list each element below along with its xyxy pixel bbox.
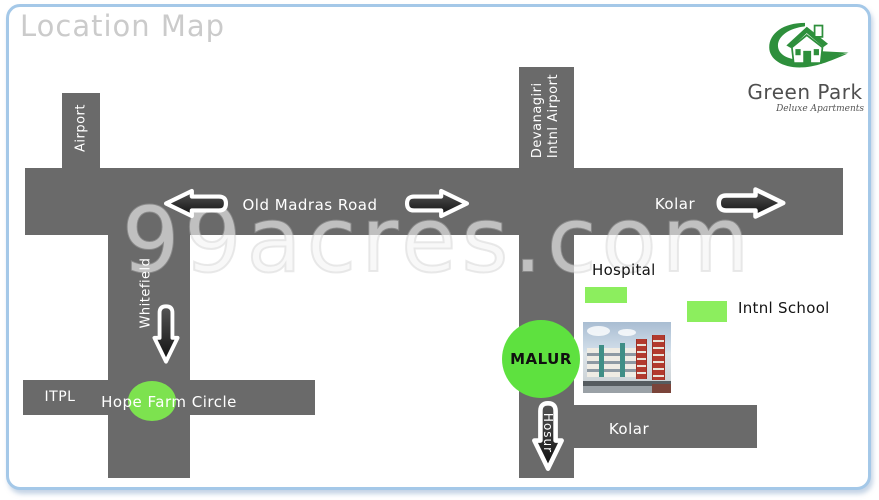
road-label-airport: Airport xyxy=(73,104,89,152)
arrow-left-icon xyxy=(163,188,229,219)
red-tower xyxy=(651,334,666,381)
page-title: Location Map xyxy=(20,9,226,43)
road-label-hope-farm: Hope Farm Circle xyxy=(101,393,237,411)
hope-farm-circle-marker xyxy=(128,381,176,421)
road-label-kolar-top: Kolar xyxy=(654,195,696,213)
malur-label: MALUR xyxy=(510,350,572,368)
cloud-shape xyxy=(618,329,636,337)
hospital-label: Hospital xyxy=(592,261,656,279)
cloud-shape xyxy=(587,326,611,337)
intnl-school-label: Intnl School xyxy=(738,299,830,317)
arrow-down-whitefield-icon xyxy=(152,304,180,364)
road-kolar-bottom xyxy=(573,405,757,448)
road-label-kolar-bottom: Kolar xyxy=(608,420,650,438)
photo-wall xyxy=(583,380,671,386)
road-label-itpl: ITPL xyxy=(44,389,76,405)
photo-wall-right xyxy=(651,384,671,393)
property-photo xyxy=(583,322,671,393)
road-label-hosur: Hosur xyxy=(541,412,555,454)
arrow-right-kolar-icon xyxy=(716,187,786,219)
greenpark-logo-icon xyxy=(769,22,849,68)
intnl-school-marker xyxy=(687,301,727,322)
road-label-old-madras: Old Madras Road xyxy=(242,196,378,214)
road-label-devanagiri-line2: Intnl Airport xyxy=(546,73,561,159)
arrow-right-icon xyxy=(404,188,470,219)
greenpark-logo: Green Park Deluxe Apartments xyxy=(740,12,870,114)
apartment-block xyxy=(586,347,638,378)
hospital-marker xyxy=(585,287,627,303)
arrow-down-hosur-icon xyxy=(532,401,564,471)
road-label-whitefield: Whitefield xyxy=(138,257,154,329)
teal-accent xyxy=(598,345,605,378)
greenpark-logo-name: Green Park xyxy=(747,80,863,104)
photo-ground xyxy=(583,381,671,393)
road-label-devanagiri: Devanagiri Intnl Airport xyxy=(530,74,563,158)
malur-marker: MALUR xyxy=(502,320,580,398)
road-label-devanagiri-line1: Devanagiri xyxy=(529,82,545,159)
teal-accent xyxy=(619,343,626,378)
greenpark-logo-tagline: Deluxe Apartments xyxy=(776,104,864,114)
road-whitefield xyxy=(108,235,190,478)
red-tower xyxy=(635,339,648,379)
road-airport xyxy=(62,93,100,170)
